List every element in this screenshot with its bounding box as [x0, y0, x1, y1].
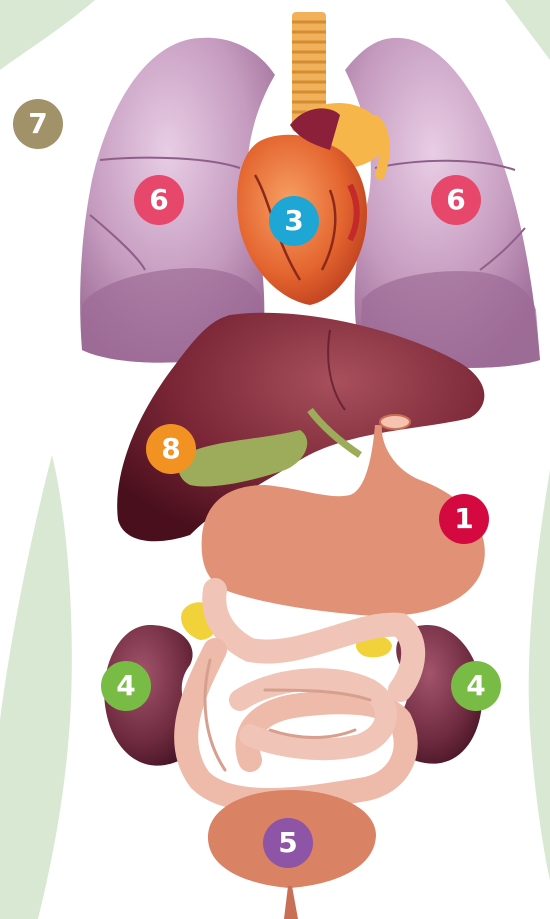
body-silhouette [505, 0, 550, 60]
label-bladder-text: 5 [278, 826, 297, 859]
label-kidney-left-text: 4 [116, 669, 135, 702]
label-gallbladder: 8 [146, 424, 196, 474]
label-lung-right: 6 [431, 175, 481, 225]
label-bladder: 5 [263, 818, 313, 868]
label-skin-text: 7 [28, 107, 47, 140]
label-kidney-right-text: 4 [466, 669, 485, 702]
label-kidney-right: 4 [451, 661, 501, 711]
label-lung-right-text: 6 [446, 183, 465, 216]
esophagus-opening [380, 415, 410, 429]
body-silhouette [0, 0, 95, 70]
label-lung-left: 6 [134, 175, 184, 225]
body-silhouette [0, 455, 72, 919]
label-heart-text: 3 [284, 204, 303, 237]
label-stomach: 1 [439, 494, 489, 544]
label-skin: 7 [13, 99, 63, 149]
label-stomach-text: 1 [454, 502, 473, 535]
label-lung-left-text: 6 [149, 183, 168, 216]
label-gallbladder-text: 8 [161, 432, 180, 465]
label-heart: 3 [269, 196, 319, 246]
small-intestine [186, 590, 413, 800]
label-kidney-left: 4 [101, 661, 151, 711]
urethra [284, 886, 298, 919]
body-silhouette [529, 470, 550, 880]
